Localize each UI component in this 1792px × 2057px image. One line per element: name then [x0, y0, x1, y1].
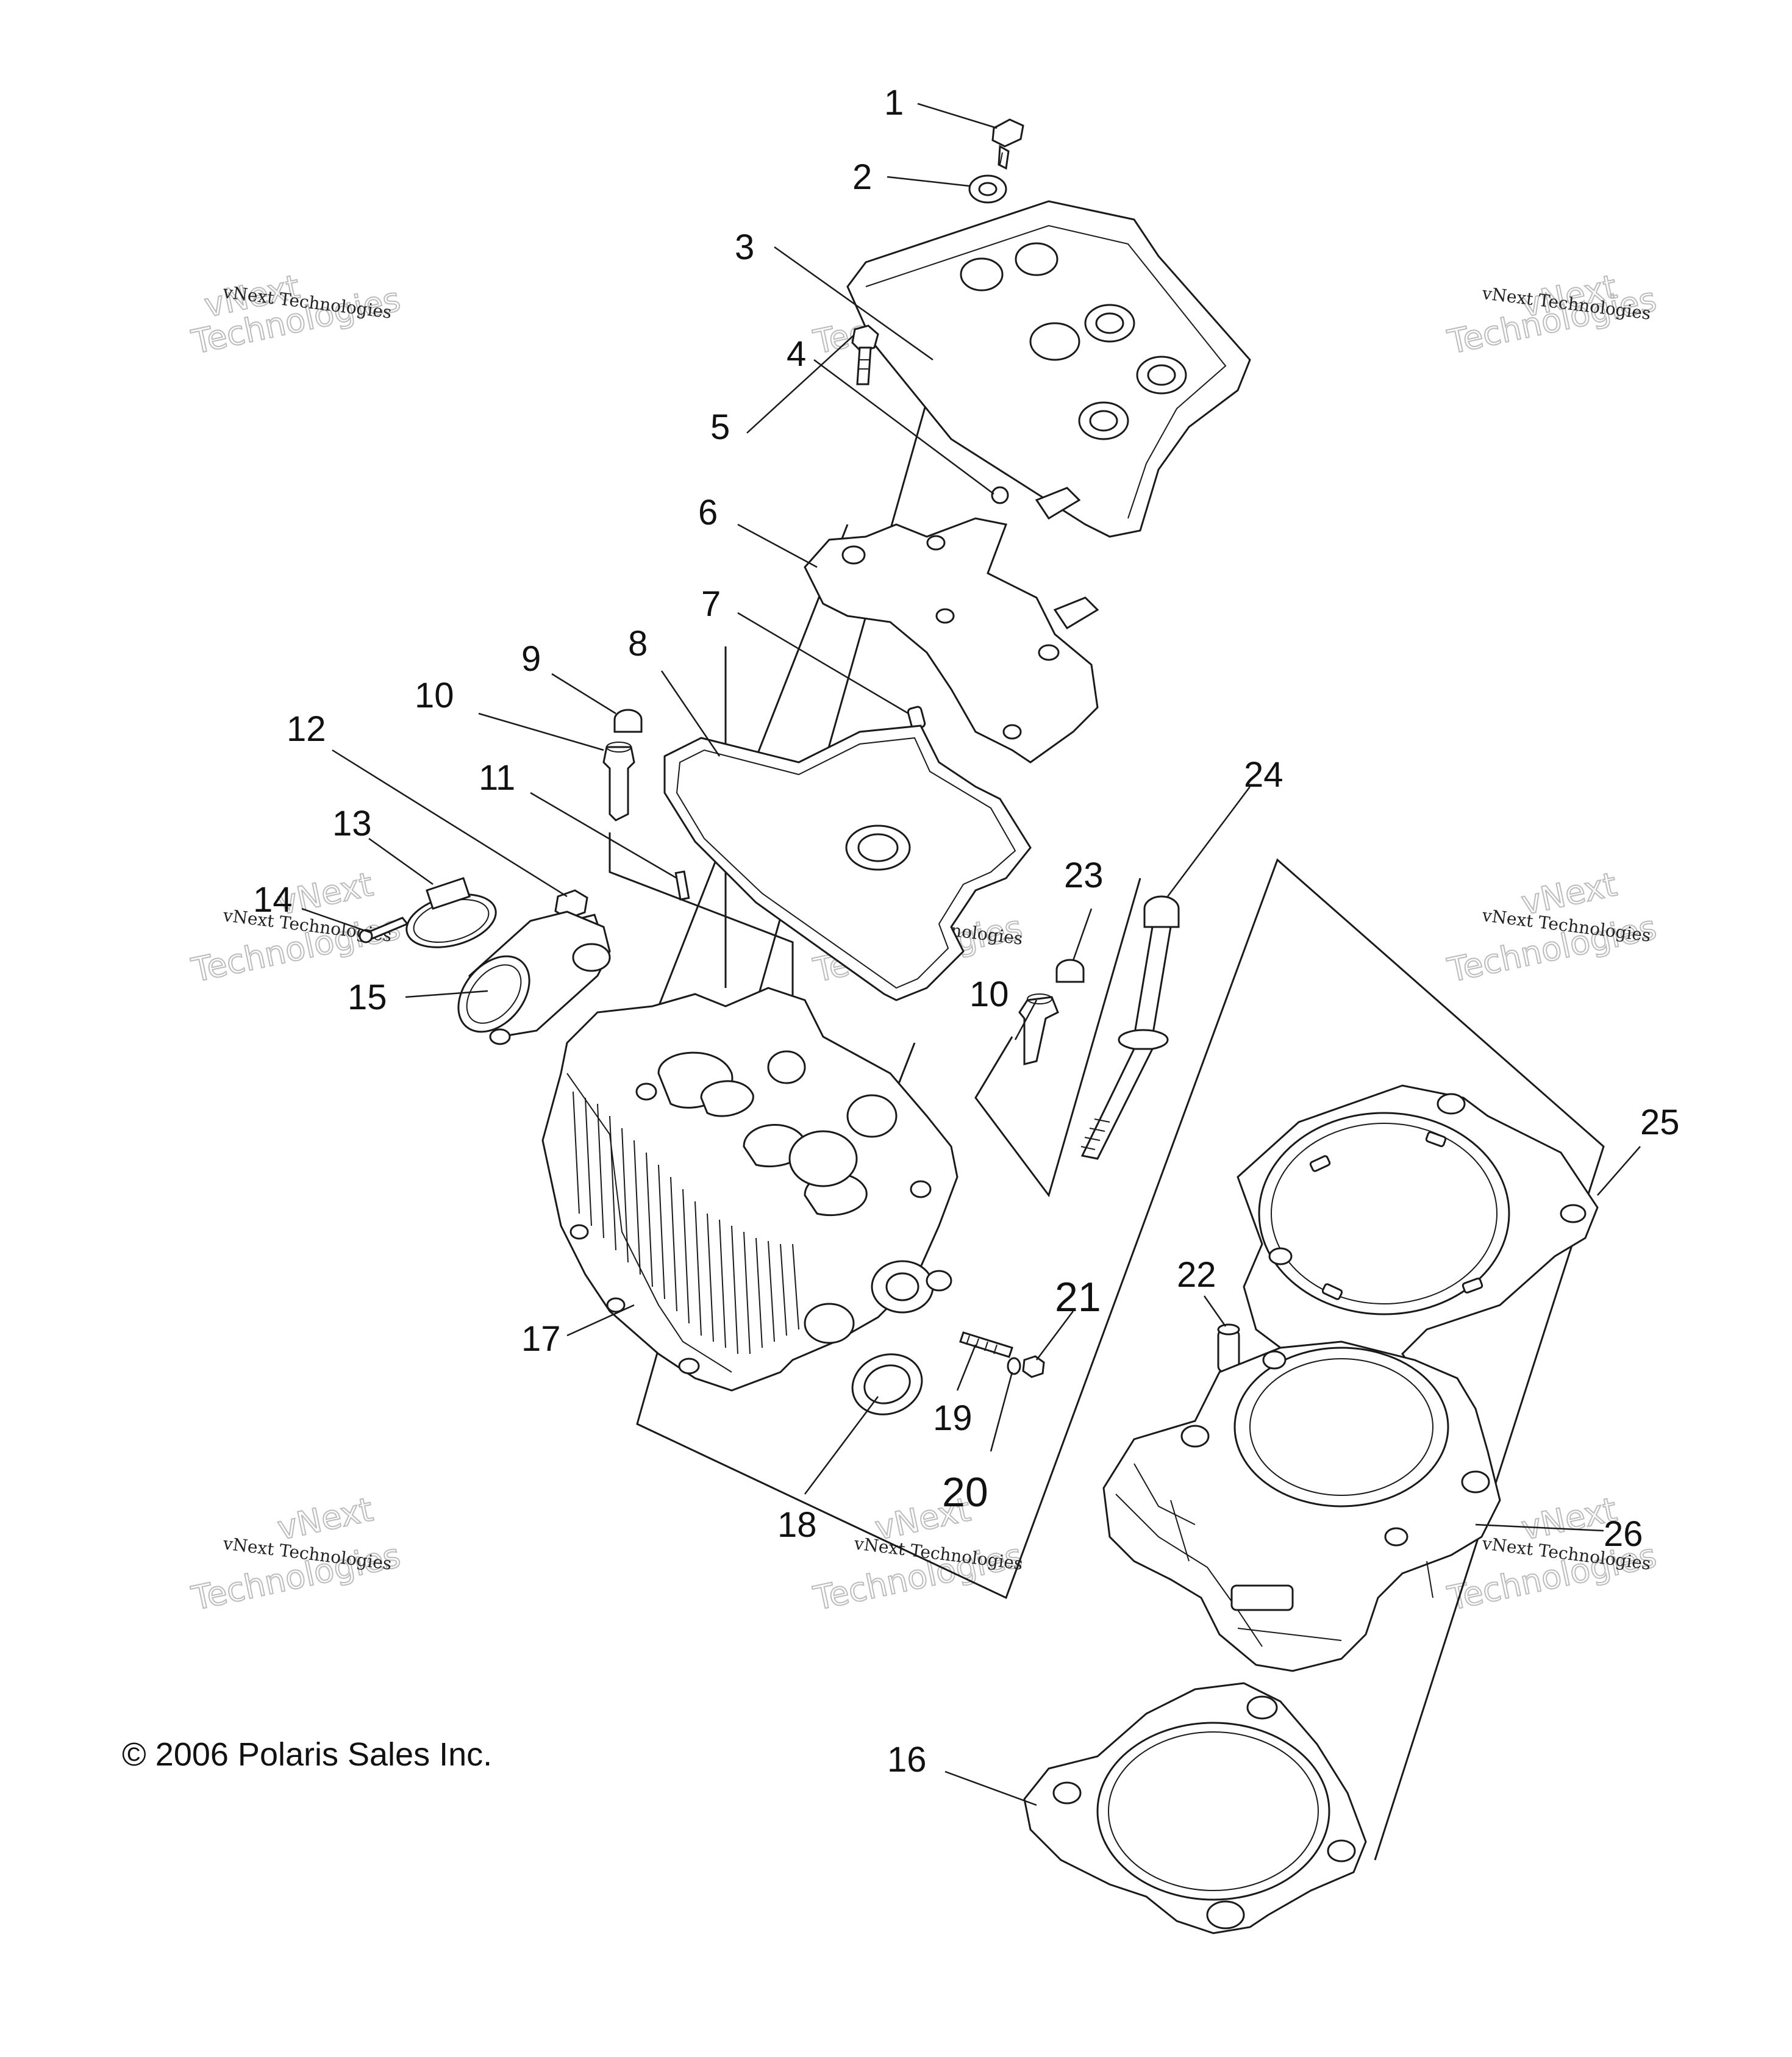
part-18-seal	[851, 1353, 923, 1415]
part-4-plug	[991, 486, 1009, 504]
part-10-fitting-lower	[1018, 993, 1059, 1065]
part-2-grommet	[968, 174, 1007, 204]
callout-16: 16	[887, 1740, 927, 1780]
part-14-screw	[359, 917, 409, 943]
watermark-top-right: vNext Technologies vNext Technologies	[1444, 267, 1660, 362]
watermark-middle-left: vNext Technologies vNext Technologies	[188, 864, 404, 990]
callout-12: 12	[287, 709, 326, 749]
callout-19: 19	[933, 1398, 973, 1438]
callout-4: 4	[787, 334, 806, 374]
part-5-bolt	[851, 324, 879, 385]
part-11-pin	[674, 870, 690, 901]
callout-21: 21	[1055, 1274, 1101, 1320]
part-10-fitting-upper	[602, 742, 635, 821]
part-1-bolt	[991, 118, 1024, 170]
copyright-notice: © 2006 Polaris Sales Inc.	[122, 1736, 492, 1773]
callout-13: 13	[332, 804, 372, 843]
callout-14: 14	[253, 880, 293, 920]
part-9-cap	[613, 709, 643, 733]
leader-lines	[301, 102, 1641, 1806]
callout-1: 1	[884, 83, 904, 123]
part-15-intake-boot	[457, 910, 611, 1045]
callout-23: 23	[1064, 856, 1104, 895]
callout-labels: 1 2 3 4 5 6 7 8 9 10 11 12 13 14 15 16 1…	[253, 83, 1680, 1780]
part-24-head-bolt	[1080, 895, 1180, 1160]
watermark-text: vNext	[274, 1490, 376, 1547]
watermark-bottom-center: vNext Technologies vNext Technologies	[810, 1489, 1026, 1619]
watermark-bottom-left: vNext Technologies vNext Technologies	[188, 1489, 404, 1619]
part-20-washer	[1007, 1357, 1021, 1375]
callout-25: 25	[1640, 1103, 1680, 1142]
callout-6: 6	[698, 493, 718, 532]
callout-26: 26	[1604, 1514, 1643, 1554]
callout-7: 7	[701, 584, 721, 624]
part-6-cam-carrier	[804, 487, 1099, 764]
callout-8: 8	[628, 624, 648, 664]
callout-15: 15	[348, 978, 387, 1017]
callout-2: 2	[852, 157, 872, 197]
part-23-cap	[1055, 959, 1085, 983]
callout-24: 24	[1244, 755, 1283, 795]
callout-5: 5	[710, 407, 730, 447]
callout-11: 11	[479, 758, 515, 798]
callout-20: 20	[942, 1469, 988, 1515]
part-8-gasket	[663, 724, 1032, 1001]
part-19-stud	[959, 1331, 1013, 1358]
part-25-head-gasket	[1237, 1084, 1599, 1410]
callout-17: 17	[521, 1319, 561, 1359]
callout-10-upper: 10	[415, 676, 454, 715]
callout-9: 9	[521, 639, 541, 679]
callout-10-lower: 10	[969, 975, 1009, 1014]
part-26-cylinder	[1102, 1340, 1501, 1672]
part-3-valve-cover	[846, 200, 1251, 538]
part-22-dowel	[1217, 1323, 1240, 1373]
callout-18: 18	[777, 1505, 817, 1545]
watermark-top-left: vNext Technologies vNext Technologies	[188, 267, 404, 362]
part-16-base-gasket	[1023, 1682, 1367, 1934]
part-13-clamp	[405, 877, 497, 948]
watermark-middle-right: vNext Technologies vNext Technologies	[1444, 864, 1660, 990]
part-21-nut	[1022, 1355, 1045, 1378]
part-17-cylinder-head	[541, 987, 958, 1392]
callout-22: 22	[1177, 1255, 1216, 1295]
head-cooling-fins	[573, 1091, 799, 1354]
callout-3: 3	[735, 227, 754, 267]
